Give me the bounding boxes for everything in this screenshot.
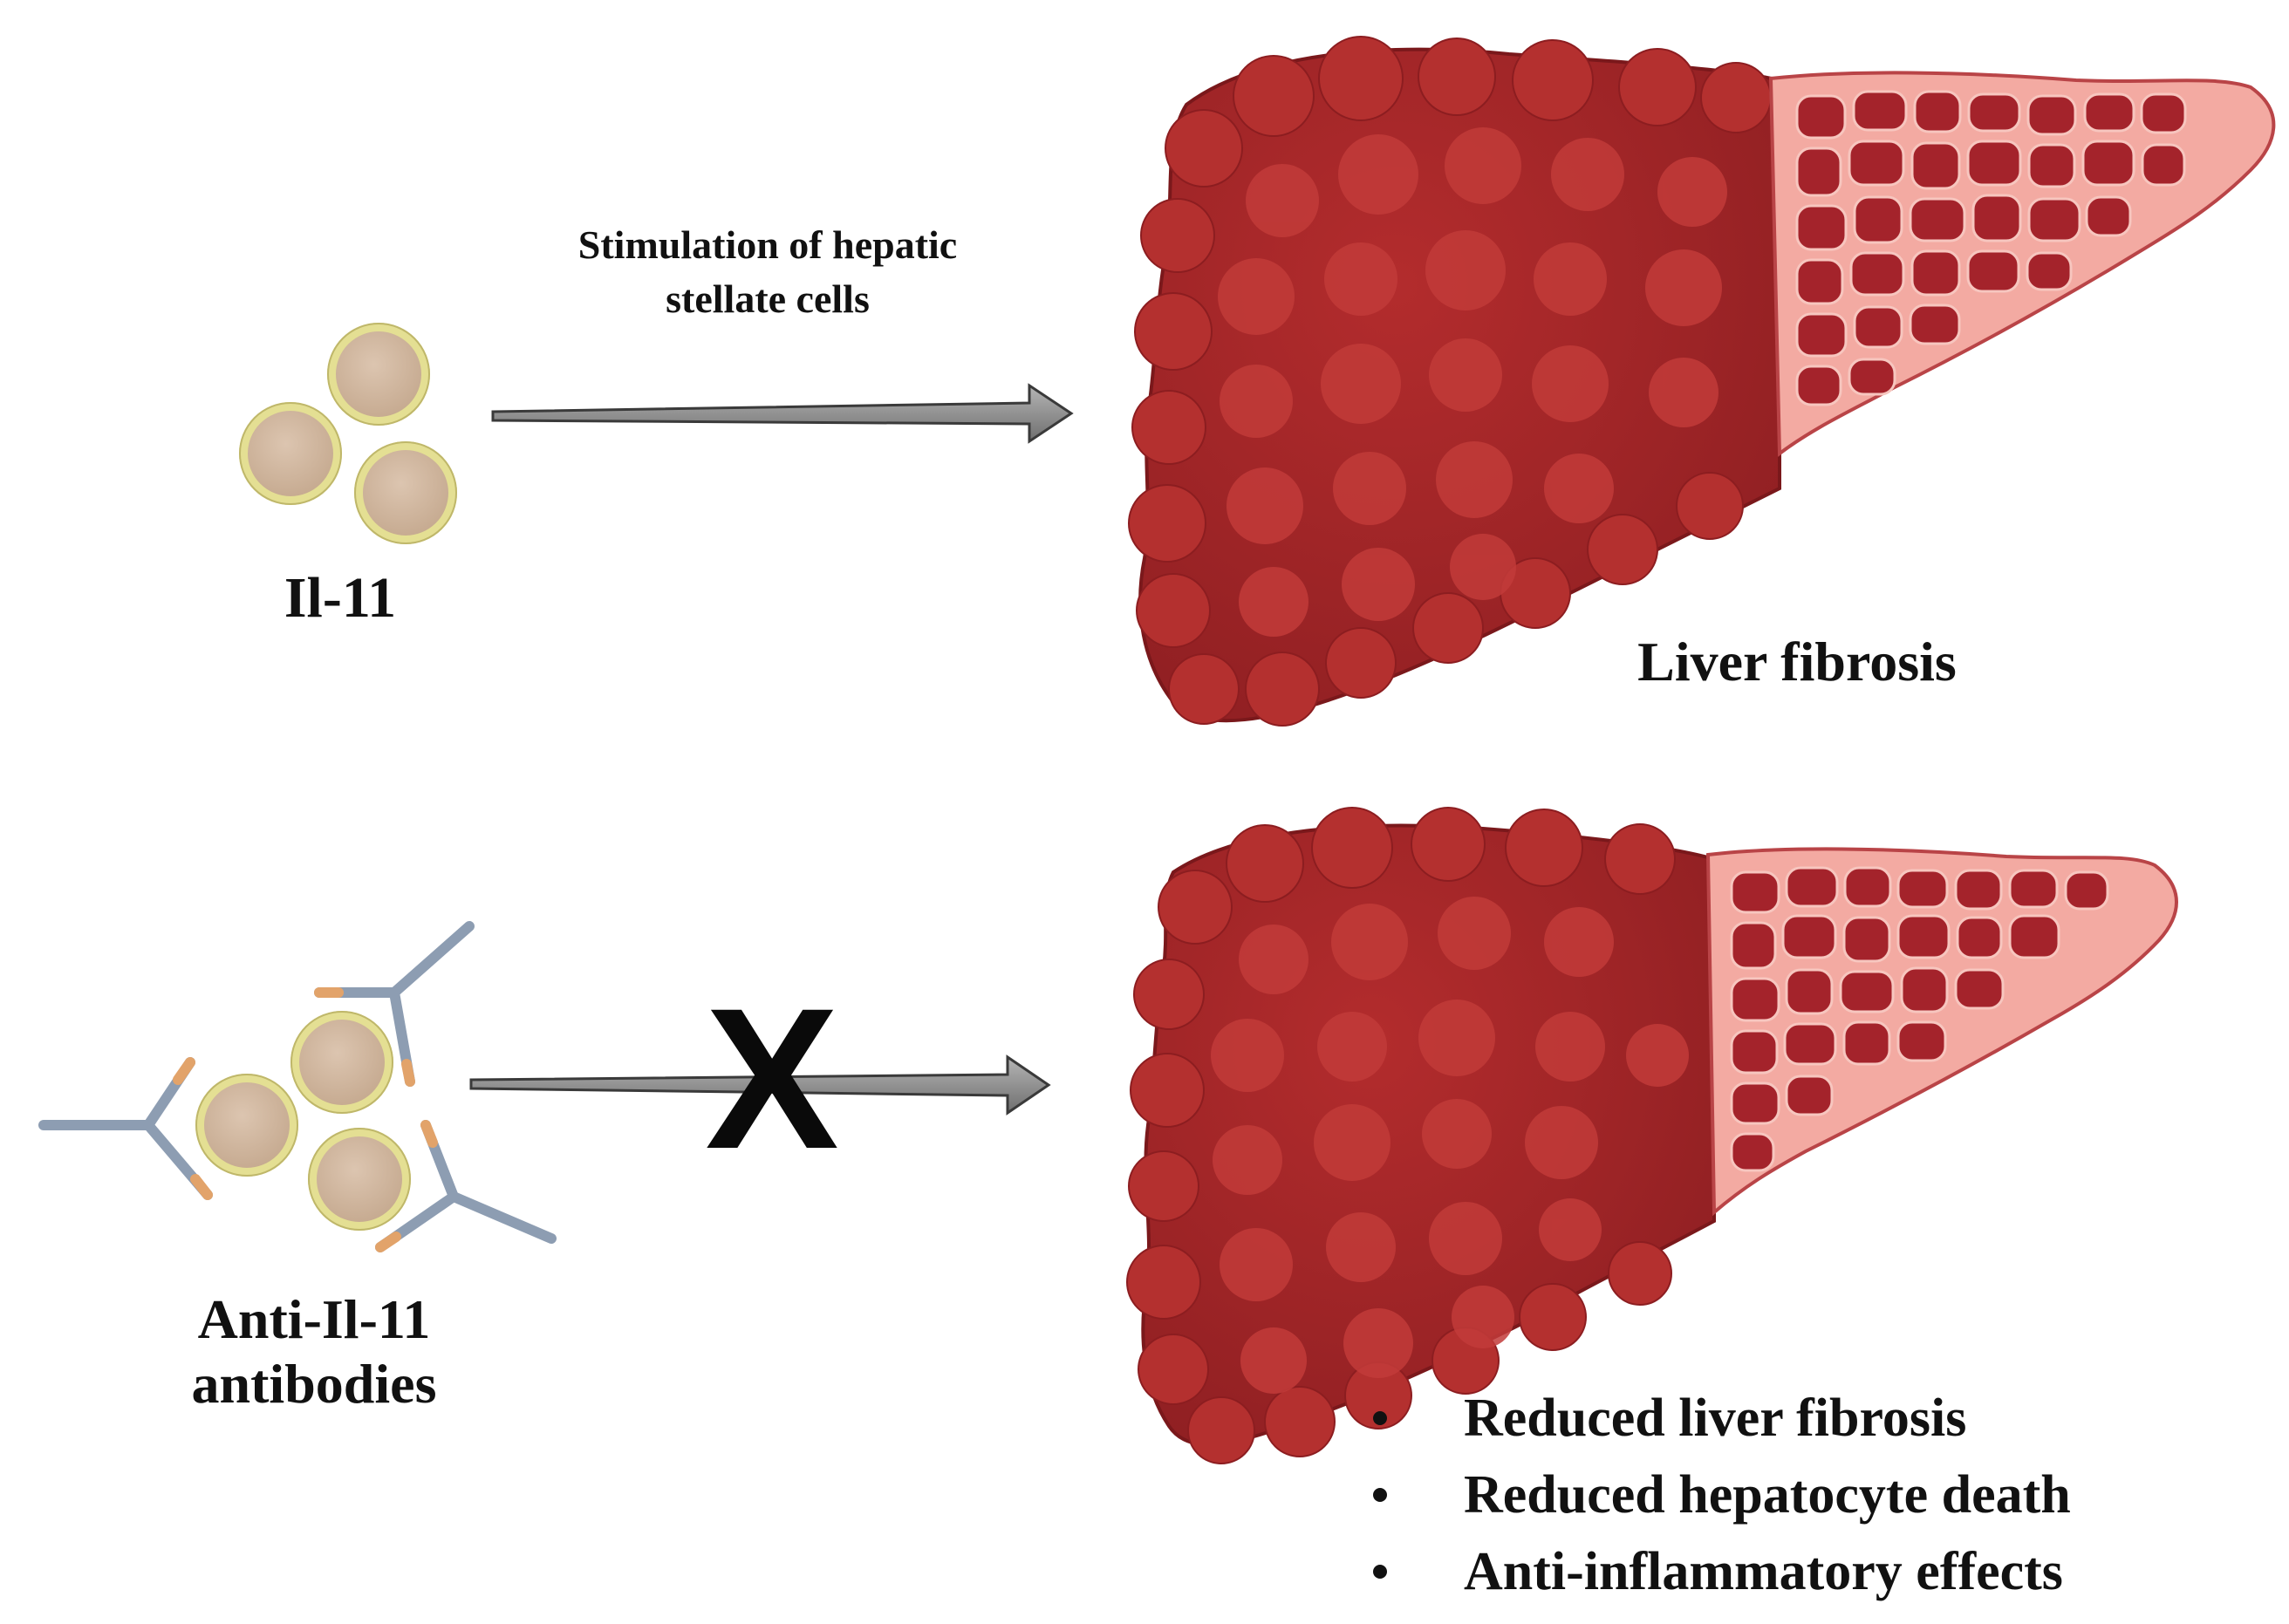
antibodies: [38, 921, 557, 1252]
right-arrow-icon: [491, 383, 1074, 444]
liver-fibrosis-label: Liver fibrosis: [1637, 631, 1957, 693]
cytokine-molecule-icon: [290, 1011, 393, 1114]
effects-list: Reduced liver fibrosis Reduced hepatocyt…: [1361, 1380, 2071, 1610]
cytokine-molecule-icon: [195, 1074, 298, 1177]
il11-molecules-top: [239, 323, 457, 544]
antibody-icon: [38, 1057, 213, 1200]
il11-label: Il-11: [284, 566, 397, 630]
anti-il11-label: Anti-Il-11 antibodies: [191, 1288, 437, 1415]
il11-molecules-bottom: [195, 1011, 411, 1231]
block-mark: X: [705, 966, 838, 1191]
right-arrow-icon: [469, 1054, 1051, 1116]
cytokine-molecule-icon: [327, 323, 430, 426]
effect-item: Reduced liver fibrosis: [1361, 1380, 2071, 1457]
antibody-icon: [314, 921, 475, 1087]
cytokine-molecule-icon: [354, 441, 457, 544]
effect-item: Reduced hepatocyte death: [1361, 1457, 2071, 1533]
stimulation-label: Stimulation of hepatic stellate cells: [577, 222, 958, 322]
liver-organ-icon-bottom: [1126, 807, 2178, 1464]
cytokine-molecule-icon: [308, 1128, 411, 1231]
effect-item: Anti-inflammatory effects: [1361, 1533, 2071, 1610]
cytokine-molecule-icon: [239, 402, 342, 505]
x-mark-icon: X: [705, 966, 838, 1191]
liver-organ-icon-top: [1128, 36, 2276, 727]
antibody-icon: [375, 1120, 557, 1252]
